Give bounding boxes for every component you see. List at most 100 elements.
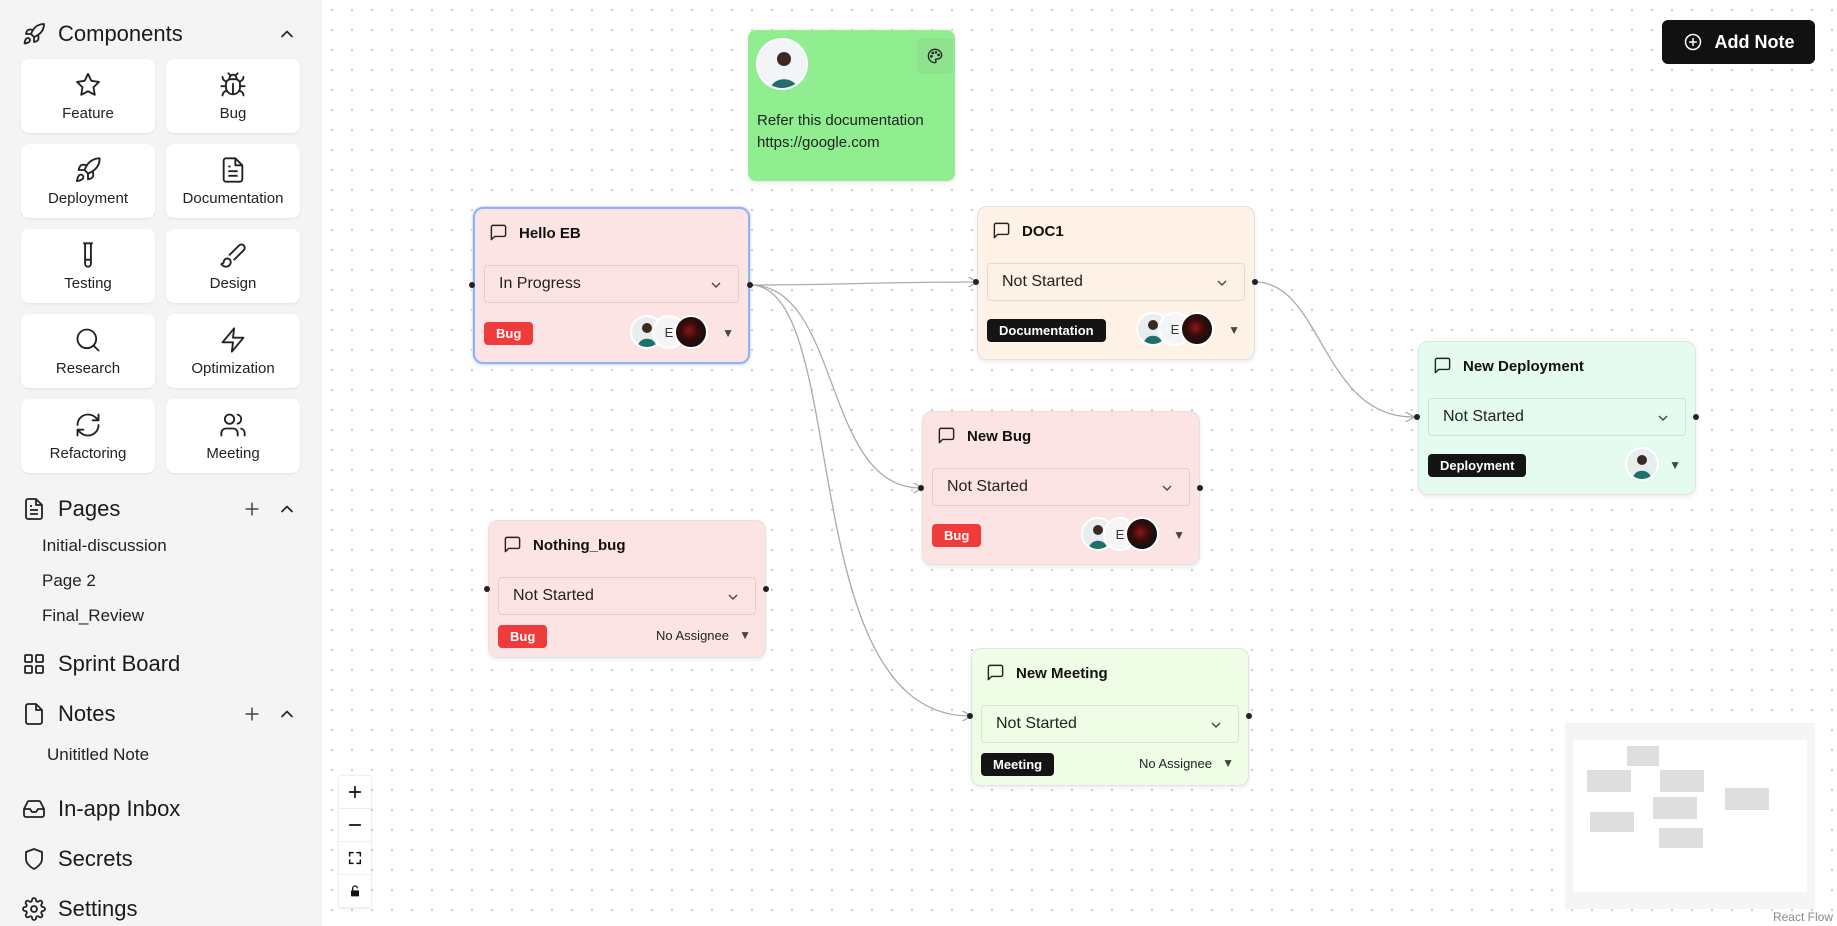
component-label: Feature xyxy=(62,105,114,122)
status-select[interactable]: Not Started xyxy=(1428,398,1686,436)
source-handle[interactable] xyxy=(1246,713,1252,719)
minimap-node xyxy=(1653,797,1697,819)
task-node-new-bug[interactable]: New Bug Not Started Bug E ▼ xyxy=(922,411,1200,565)
react-flow-attribution[interactable]: React Flow xyxy=(1772,910,1833,924)
add-note-label: Add Note xyxy=(1714,31,1795,52)
assignee-dropdown-caret[interactable]: ▼ xyxy=(1669,458,1681,472)
assignee-dropdown-caret[interactable]: ▼ xyxy=(1222,756,1234,770)
zoom-out-button[interactable] xyxy=(339,809,371,842)
notes-section-header[interactable]: Notes xyxy=(22,699,115,729)
settings-link[interactable]: Settings xyxy=(22,894,138,924)
add-note-button[interactable]: Add Note xyxy=(1662,20,1815,64)
page-item[interactable]: Initial-discussion xyxy=(42,536,167,555)
minimap-viewport xyxy=(1573,740,1807,892)
lock-icon xyxy=(351,885,359,897)
assignee-avatars[interactable]: E xyxy=(630,315,708,349)
target-handle[interactable] xyxy=(918,485,924,491)
tag-badge: Bug xyxy=(484,322,534,345)
pages-section-header[interactable]: Pages xyxy=(22,494,120,524)
zoom-in-button[interactable] xyxy=(339,776,371,809)
source-handle[interactable] xyxy=(747,282,753,288)
collapse-notes-button[interactable] xyxy=(275,702,299,726)
status-value: Not Started xyxy=(1443,408,1524,425)
target-handle[interactable] xyxy=(967,713,973,719)
component-feature[interactable]: Feature xyxy=(21,59,155,133)
component-optimization[interactable]: Optimization xyxy=(166,314,300,388)
page-item[interactable]: Final_Review xyxy=(42,606,145,625)
status-select[interactable]: Not Started xyxy=(498,577,756,615)
source-handle[interactable] xyxy=(1693,414,1699,420)
flow-canvas[interactable]: Refer this documentation https://google.… xyxy=(322,0,1837,926)
component-label: Deployment xyxy=(47,190,129,207)
minimap-node xyxy=(1725,788,1769,810)
sprint-board-label: Sprint Board xyxy=(58,651,181,676)
component-bug[interactable]: Bug xyxy=(166,59,300,133)
assignee-dropdown-caret[interactable]: ▼ xyxy=(1228,323,1240,337)
component-testing[interactable]: Testing xyxy=(21,229,155,303)
target-handle[interactable] xyxy=(973,279,979,285)
avatar xyxy=(1125,517,1159,551)
component-documentation[interactable]: Documentation xyxy=(166,144,300,218)
page-item[interactable]: Page 2 xyxy=(42,571,96,590)
inbox-label: In-app Inbox xyxy=(58,796,181,821)
minimap[interactable] xyxy=(1565,723,1815,909)
fit-view-icon xyxy=(348,851,362,865)
assignee-dropdown-caret[interactable]: ▼ xyxy=(1173,528,1185,542)
chevron-down-icon xyxy=(1217,280,1227,286)
add-note-sidebar-button[interactable] xyxy=(240,702,264,726)
task-node-new-deployment[interactable]: New Deployment Not Started Deployment ▼ xyxy=(1418,341,1696,495)
component-label: Testing xyxy=(64,275,112,292)
message-icon xyxy=(992,221,1012,241)
assignee-avatars[interactable] xyxy=(1625,447,1659,481)
component-refactoring[interactable]: Refactoring xyxy=(21,399,155,473)
assignee-dropdown-caret[interactable]: ▼ xyxy=(739,628,751,642)
assignee-avatars[interactable]: E xyxy=(1136,312,1214,346)
chevron-down-icon xyxy=(1211,722,1221,728)
tag-badge: Bug xyxy=(498,625,548,648)
task-node-doc1[interactable]: DOC1 Not Started Documentation E ▼ xyxy=(977,206,1255,360)
status-value: In Progress xyxy=(499,275,581,292)
plus-circle-icon xyxy=(1684,33,1701,51)
task-node-hello-eb[interactable]: Hello EB In Progress Bug E ▼ xyxy=(473,207,750,364)
task-node-nothing-bug[interactable]: Nothing_bug Not Started Bug No Assignee … xyxy=(488,520,766,658)
sprint-board-link[interactable]: Sprint Board xyxy=(22,649,180,679)
fit-view-button[interactable] xyxy=(339,842,371,875)
component-deployment[interactable]: Deployment xyxy=(21,144,155,218)
lock-button[interactable] xyxy=(339,875,371,908)
source-handle[interactable] xyxy=(763,586,769,592)
task-node-new-meeting[interactable]: New Meeting Not Started Meeting No Assig… xyxy=(971,648,1249,786)
component-design[interactable]: Design xyxy=(166,229,300,303)
component-meeting[interactable]: Meeting xyxy=(166,399,300,473)
edge-hello-doc1 xyxy=(749,282,976,285)
assignee-dropdown-caret[interactable]: ▼ xyxy=(722,326,734,340)
source-handle[interactable] xyxy=(1252,279,1258,285)
assignee-avatars[interactable]: E xyxy=(1081,517,1159,551)
sticky-note[interactable]: Refer this documentation https://google.… xyxy=(748,30,955,181)
components-title: Components xyxy=(58,21,183,46)
status-select[interactable]: Not Started xyxy=(981,705,1239,743)
inbox-link[interactable]: In-app Inbox xyxy=(22,794,180,824)
tag-badge: Documentation xyxy=(987,319,1106,342)
target-handle[interactable] xyxy=(484,586,490,592)
secrets-link[interactable]: Secrets xyxy=(22,844,133,874)
note-item[interactable]: Unititled Note xyxy=(47,745,150,764)
component-label: Meeting xyxy=(206,445,260,462)
zoom-controls xyxy=(339,776,371,908)
color-palette-button[interactable] xyxy=(917,38,953,74)
target-handle[interactable] xyxy=(469,282,475,288)
target-handle[interactable] xyxy=(1414,414,1420,420)
source-handle[interactable] xyxy=(1197,485,1203,491)
minus-icon xyxy=(348,824,362,826)
component-research[interactable]: Research xyxy=(21,314,155,388)
status-select[interactable]: In Progress xyxy=(484,265,739,303)
status-select[interactable]: Not Started xyxy=(987,263,1245,301)
add-page-button[interactable] xyxy=(240,497,264,521)
bug-icon xyxy=(218,70,248,100)
plus-icon xyxy=(245,707,259,721)
sticky-note-text[interactable]: Refer this documentation https://google.… xyxy=(757,112,924,151)
test-tube-icon xyxy=(73,240,103,270)
collapse-components-button[interactable] xyxy=(275,22,299,46)
components-section-header[interactable]: Components xyxy=(22,19,183,49)
collapse-pages-button[interactable] xyxy=(275,497,299,521)
status-select[interactable]: Not Started xyxy=(932,468,1190,506)
